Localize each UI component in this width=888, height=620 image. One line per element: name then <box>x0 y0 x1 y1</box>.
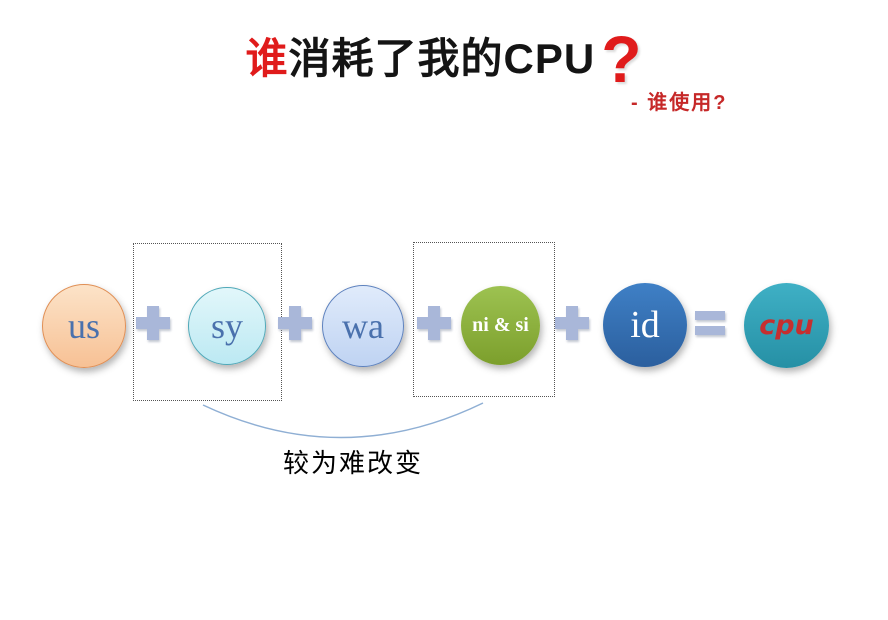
slide-title: 谁消耗了我的CPU? <box>0 12 888 96</box>
term-label-wa: wa <box>342 306 384 346</box>
term-label-nisi: ni & si <box>472 314 529 336</box>
term-label-us: us <box>67 306 100 346</box>
subtitle: - 谁使用? <box>631 92 728 114</box>
term-label-sy: sy <box>210 306 243 346</box>
term-circle-nisi: ni & si <box>461 286 540 365</box>
plus-operator-icon <box>136 306 170 340</box>
dashed-group-box-nisi <box>413 242 555 397</box>
brace-arc <box>202 402 484 439</box>
title-highlight: 谁 <box>245 35 289 82</box>
plus-operator-icon <box>417 306 451 340</box>
term-circle-id: id <box>603 283 687 367</box>
term-label-id: id <box>630 304 660 346</box>
title-text: 消耗了我的CPU <box>288 35 596 82</box>
plus-operator-icon <box>278 306 312 340</box>
annotation-label: 较为难改变 <box>282 448 423 478</box>
term-circle-us: us <box>42 284 126 368</box>
term-circle-sy: sy <box>188 287 266 365</box>
equals-operator-icon <box>695 311 725 335</box>
term-circle-wa: wa <box>322 285 404 367</box>
term-circle-cpu: cpu <box>744 283 829 368</box>
term-label-cpu: cpu <box>759 310 814 341</box>
plus-operator-icon <box>555 306 589 340</box>
title-question-mark: ? <box>601 22 643 96</box>
